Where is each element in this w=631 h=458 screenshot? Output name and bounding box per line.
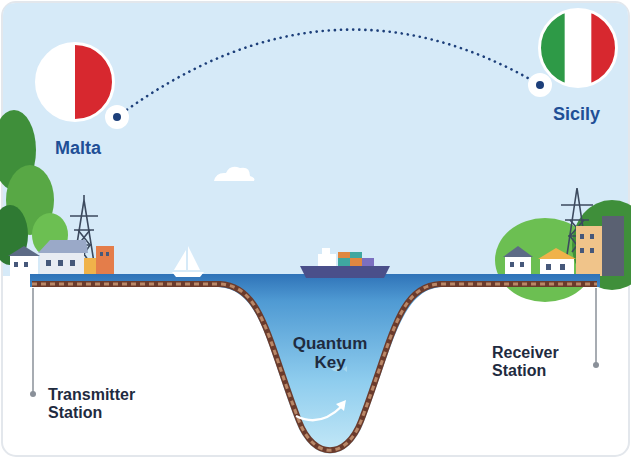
station-label: Transmitter Station (48, 386, 168, 422)
station-label: Receiver Station (492, 344, 590, 380)
flag-graphic (538, 8, 618, 88)
cable (32, 284, 597, 450)
flag-circle: Sicily (525, 8, 620, 133)
cable-ties (32, 284, 597, 450)
leader-dot (30, 391, 36, 397)
key-arrow (296, 406, 342, 420)
key-arrowhead (336, 400, 346, 411)
anchor-center (113, 113, 121, 121)
sailboat (172, 246, 204, 277)
sea (30, 274, 600, 454)
leader-dot (593, 362, 599, 368)
dotted-link (117, 30, 540, 117)
leader-lines (33, 288, 596, 392)
flag-graphic (35, 42, 115, 122)
flag-circle: Malta (35, 42, 147, 167)
houses-left (8, 240, 114, 276)
cargo-ship (300, 248, 390, 278)
cable-label: Quantum Key (280, 334, 380, 372)
place-label: Malta (55, 138, 101, 159)
place-label: Sicily (553, 104, 600, 125)
houses-right (503, 216, 624, 276)
cloud (214, 167, 255, 181)
anchor-dot (528, 73, 552, 97)
anchor-center (536, 81, 544, 89)
anchor-dot (105, 105, 129, 129)
